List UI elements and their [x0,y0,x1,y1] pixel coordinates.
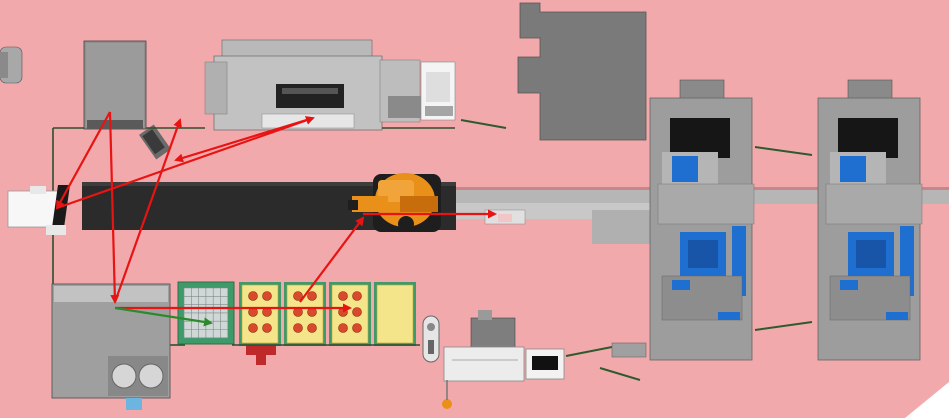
flow-arrow [299,216,365,303]
part-cup [307,323,317,333]
part-cup [352,323,362,333]
part-cup [248,291,258,301]
flow-arrow [56,111,111,210]
grid-tray [177,281,235,345]
wash-tank [51,283,171,410]
flow-arrow [56,116,315,210]
part-cup [262,291,272,301]
stamping-cell [817,79,923,361]
roller-unit [422,315,440,363]
parts-tray [239,282,281,346]
part-cup [352,291,362,301]
part-cup [293,291,303,301]
flow-arrow [174,116,314,163]
process-flow-arrows [56,111,497,327]
part-cup [248,323,258,333]
stamping-cell [649,79,755,361]
pick-station [484,209,526,225]
parts-tray [329,282,371,346]
flow-arrow [113,118,182,303]
part-cup [338,291,348,301]
left-tank [0,46,23,84]
part-cup [338,323,348,333]
press-machine [204,39,456,131]
drain-valve [246,345,276,365]
small-sensor [611,342,647,358]
flow-arrow [114,306,213,327]
blanking-station [83,40,171,160]
link-conveyors [460,119,813,381]
left-module [7,186,66,235]
part-cup [307,291,317,301]
part-cup [352,307,362,317]
part-cup [262,323,272,333]
parts-tray [374,282,416,346]
parts-tray [284,282,326,346]
part-cup [293,323,303,333]
storage-block [517,2,647,141]
flow-arrow [108,111,120,304]
output-station [442,310,565,409]
